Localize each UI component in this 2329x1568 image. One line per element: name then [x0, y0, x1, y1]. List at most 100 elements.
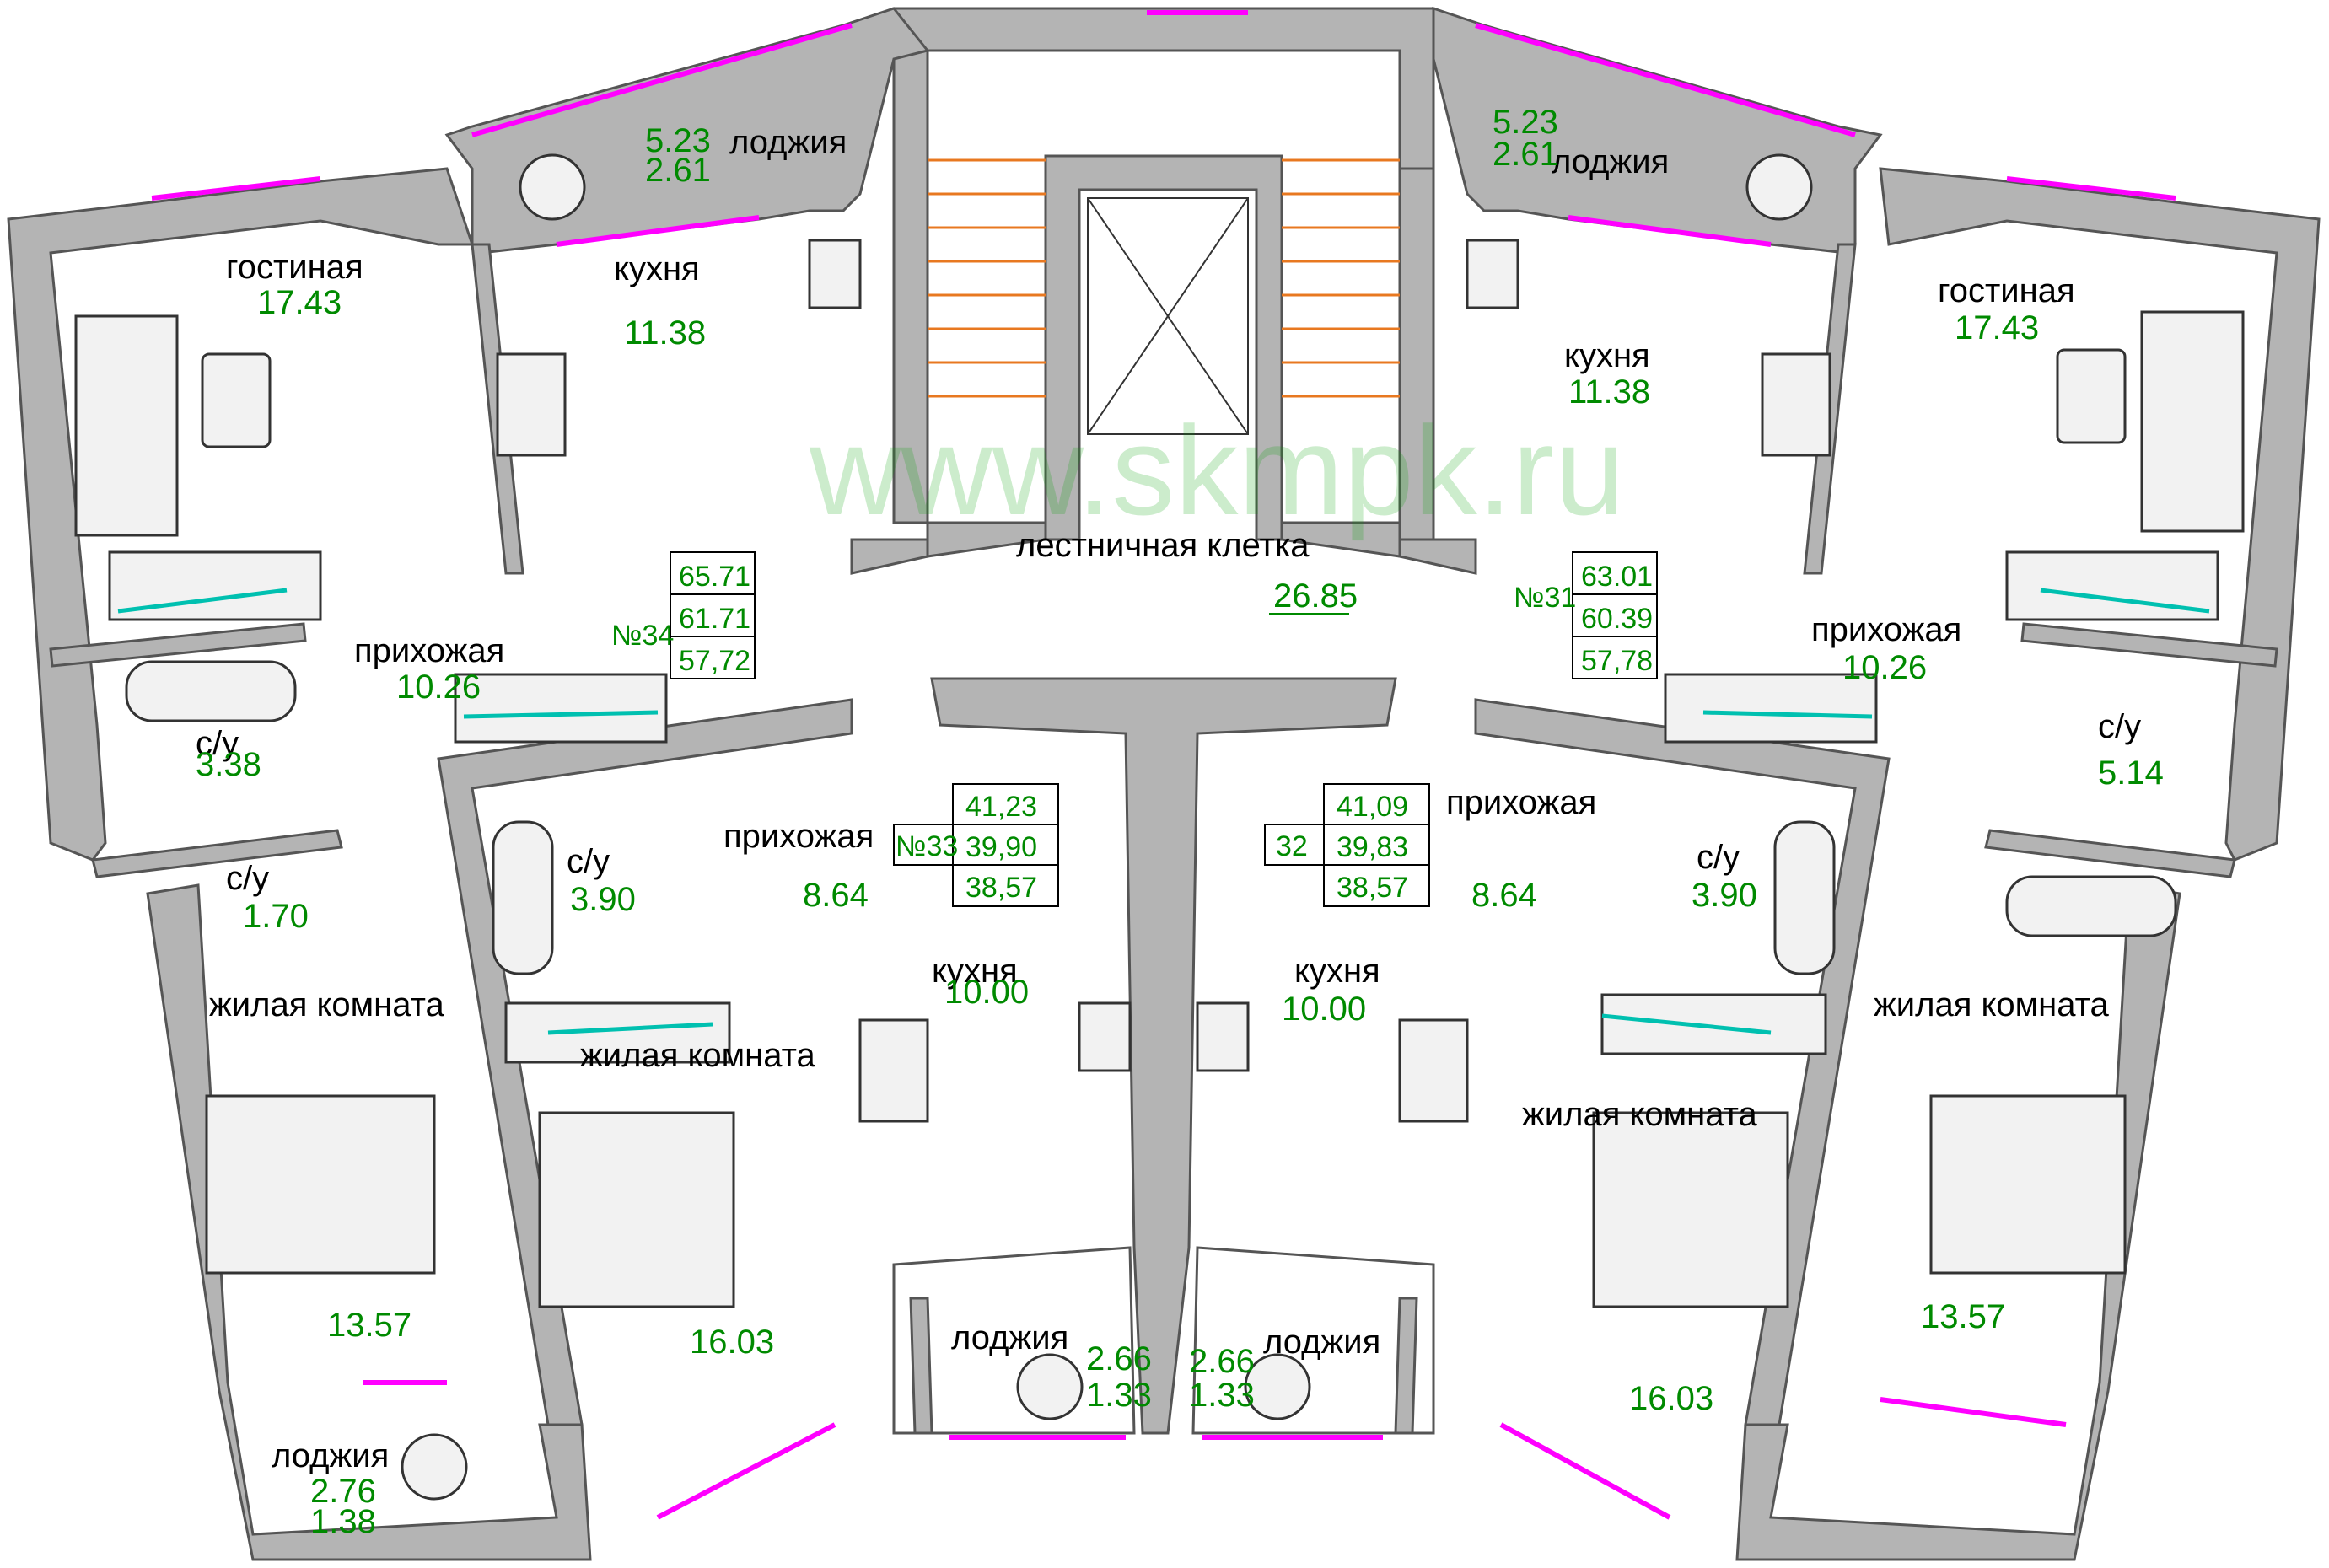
wardrobe-rail: [117, 588, 2210, 1035]
right-bath-wall: [2020, 622, 2278, 668]
apartment-area-living: 57,72: [679, 645, 750, 677]
room-label: кухня: [614, 250, 700, 287]
apartment-number: 32: [1276, 830, 1308, 862]
room-label: кухня: [1564, 337, 1650, 374]
room-area: 2.66: [1086, 1340, 1152, 1377]
room-area: 10.00: [1282, 991, 1366, 1028]
room-label: жилая комната: [580, 1037, 815, 1074]
room-area: 10.26: [396, 669, 481, 706]
room-area: 5.14: [2098, 754, 2164, 792]
room-area: 5.23: [645, 122, 711, 159]
window: [1880, 1397, 2067, 1427]
room-area-reduced: 1.38: [310, 1503, 376, 1540]
bathtub: [125, 660, 2177, 975]
room-label: с/у: [1697, 839, 1740, 876]
room-label: с/у: [226, 860, 269, 897]
apartment-area-reduced: 39,90: [965, 831, 1037, 863]
room-label: жилая комната: [1874, 986, 2109, 1023]
left-bath-wall: [49, 622, 307, 668]
apartment-area-total: 65.71: [679, 561, 750, 593]
room-label: кухня: [1294, 953, 1380, 990]
room-area: 1.70: [243, 898, 309, 935]
room-area: 11.38: [1568, 373, 1650, 411]
right-wc-wall: [1984, 829, 2236, 878]
window: [471, 23, 853, 137]
right-outer-wall: [1879, 167, 2321, 862]
room-area: 16.03: [1629, 1380, 1713, 1417]
window: [151, 176, 321, 201]
room-area: 8.64: [1471, 877, 1537, 914]
room-area: 5.23: [1493, 104, 1558, 141]
coffee-table: [201, 348, 2127, 448]
apartment-area-total: 41,23: [965, 791, 1037, 823]
wardrobe: [108, 550, 2219, 1064]
room-area: 10.26: [1842, 649, 1927, 686]
apartment-tag-34: №34 65.71 61.71 57,72: [611, 551, 756, 679]
room-label: лоджия: [1552, 143, 1669, 180]
room-label: жилая комната: [209, 986, 444, 1023]
room-area: 17.43: [1955, 309, 2039, 346]
elevator-cross: [1087, 197, 1249, 435]
room-area: 11.38: [624, 314, 706, 352]
apartment-area-living: 38,57: [1337, 872, 1408, 904]
apartment-area-living: 57,78: [1581, 645, 1653, 677]
apartment-area-living: 38,57: [965, 872, 1037, 904]
center-right-wall: [1398, 538, 1477, 575]
room-label: лоджия: [951, 1319, 1068, 1356]
apartment-area-total: 63.01: [1581, 561, 1653, 593]
room-area: 8.64: [803, 877, 869, 914]
apartment-number: №34: [611, 620, 674, 652]
room-label: гостиная: [1938, 272, 2075, 309]
room-label: с/у: [196, 725, 239, 762]
apartment-area-reduced: 61.71: [679, 603, 750, 635]
window: [1475, 23, 1856, 137]
room-area: 17.43: [257, 284, 342, 321]
room-label: прихожая: [354, 632, 504, 669]
room-label: лоджия: [729, 124, 847, 161]
furniture: [74, 153, 2245, 1501]
central-spine: [930, 677, 1397, 1435]
bed: [205, 1094, 2127, 1308]
room-area: 13.57: [1921, 1298, 2005, 1335]
room-label: лоджия: [272, 1437, 389, 1474]
room-label: кухня: [932, 953, 1018, 990]
room-area: 2.66: [1189, 1343, 1255, 1380]
room-label: с/у: [567, 843, 610, 880]
room-area: 3.90: [570, 881, 636, 918]
stove: [808, 239, 1519, 1072]
elevator-shaft: [1044, 154, 1283, 541]
bottom-center-walls: [892, 1246, 1435, 1435]
window: [1568, 215, 1772, 247]
room-area: 2.76: [310, 1473, 376, 1510]
room-area-reduced: 2.61: [645, 152, 711, 189]
window: [2006, 176, 2176, 201]
room-label: прихожая: [1446, 784, 1596, 821]
room-area-reduced: 1.33: [1086, 1377, 1152, 1414]
room-area: 13.57: [327, 1307, 411, 1344]
room-area: 3.90: [1692, 877, 1757, 914]
room-area: 16.03: [690, 1324, 774, 1361]
room-label: лоджия: [1263, 1324, 1380, 1361]
windows: [151, 10, 2176, 1520]
apartment-tag-32: 32 41,09 39,83 38,57: [1264, 783, 1430, 907]
room-label: гостиная: [226, 249, 363, 286]
sofa: [74, 310, 2245, 537]
staircase: [928, 158, 1400, 398]
room-area: 10.00: [944, 974, 1029, 1011]
center-left-wall: [850, 538, 929, 575]
room-area-reduced: 2.61: [1493, 136, 1558, 173]
apartment-number: №33: [896, 830, 958, 862]
room-label: прихожая: [1811, 611, 1961, 648]
stair-area: 26.85: [1273, 577, 1358, 615]
room-area: 3.38: [196, 746, 261, 783]
apartment-area-reduced: 60.39: [1581, 603, 1653, 635]
window: [1499, 1422, 1671, 1520]
dining-table: [496, 352, 1831, 1123]
room-area-reduced: 1.33: [1189, 1377, 1255, 1414]
left-wc-wall: [91, 829, 343, 878]
window: [556, 215, 760, 247]
apartment-area-total: 41,09: [1337, 791, 1408, 823]
apartment-tag-31: №31 63.01 60.39 57,78: [1514, 551, 1658, 679]
room-label: жилая комната: [1522, 1096, 1757, 1133]
bottom-loggia-walls: [909, 1297, 1418, 1435]
